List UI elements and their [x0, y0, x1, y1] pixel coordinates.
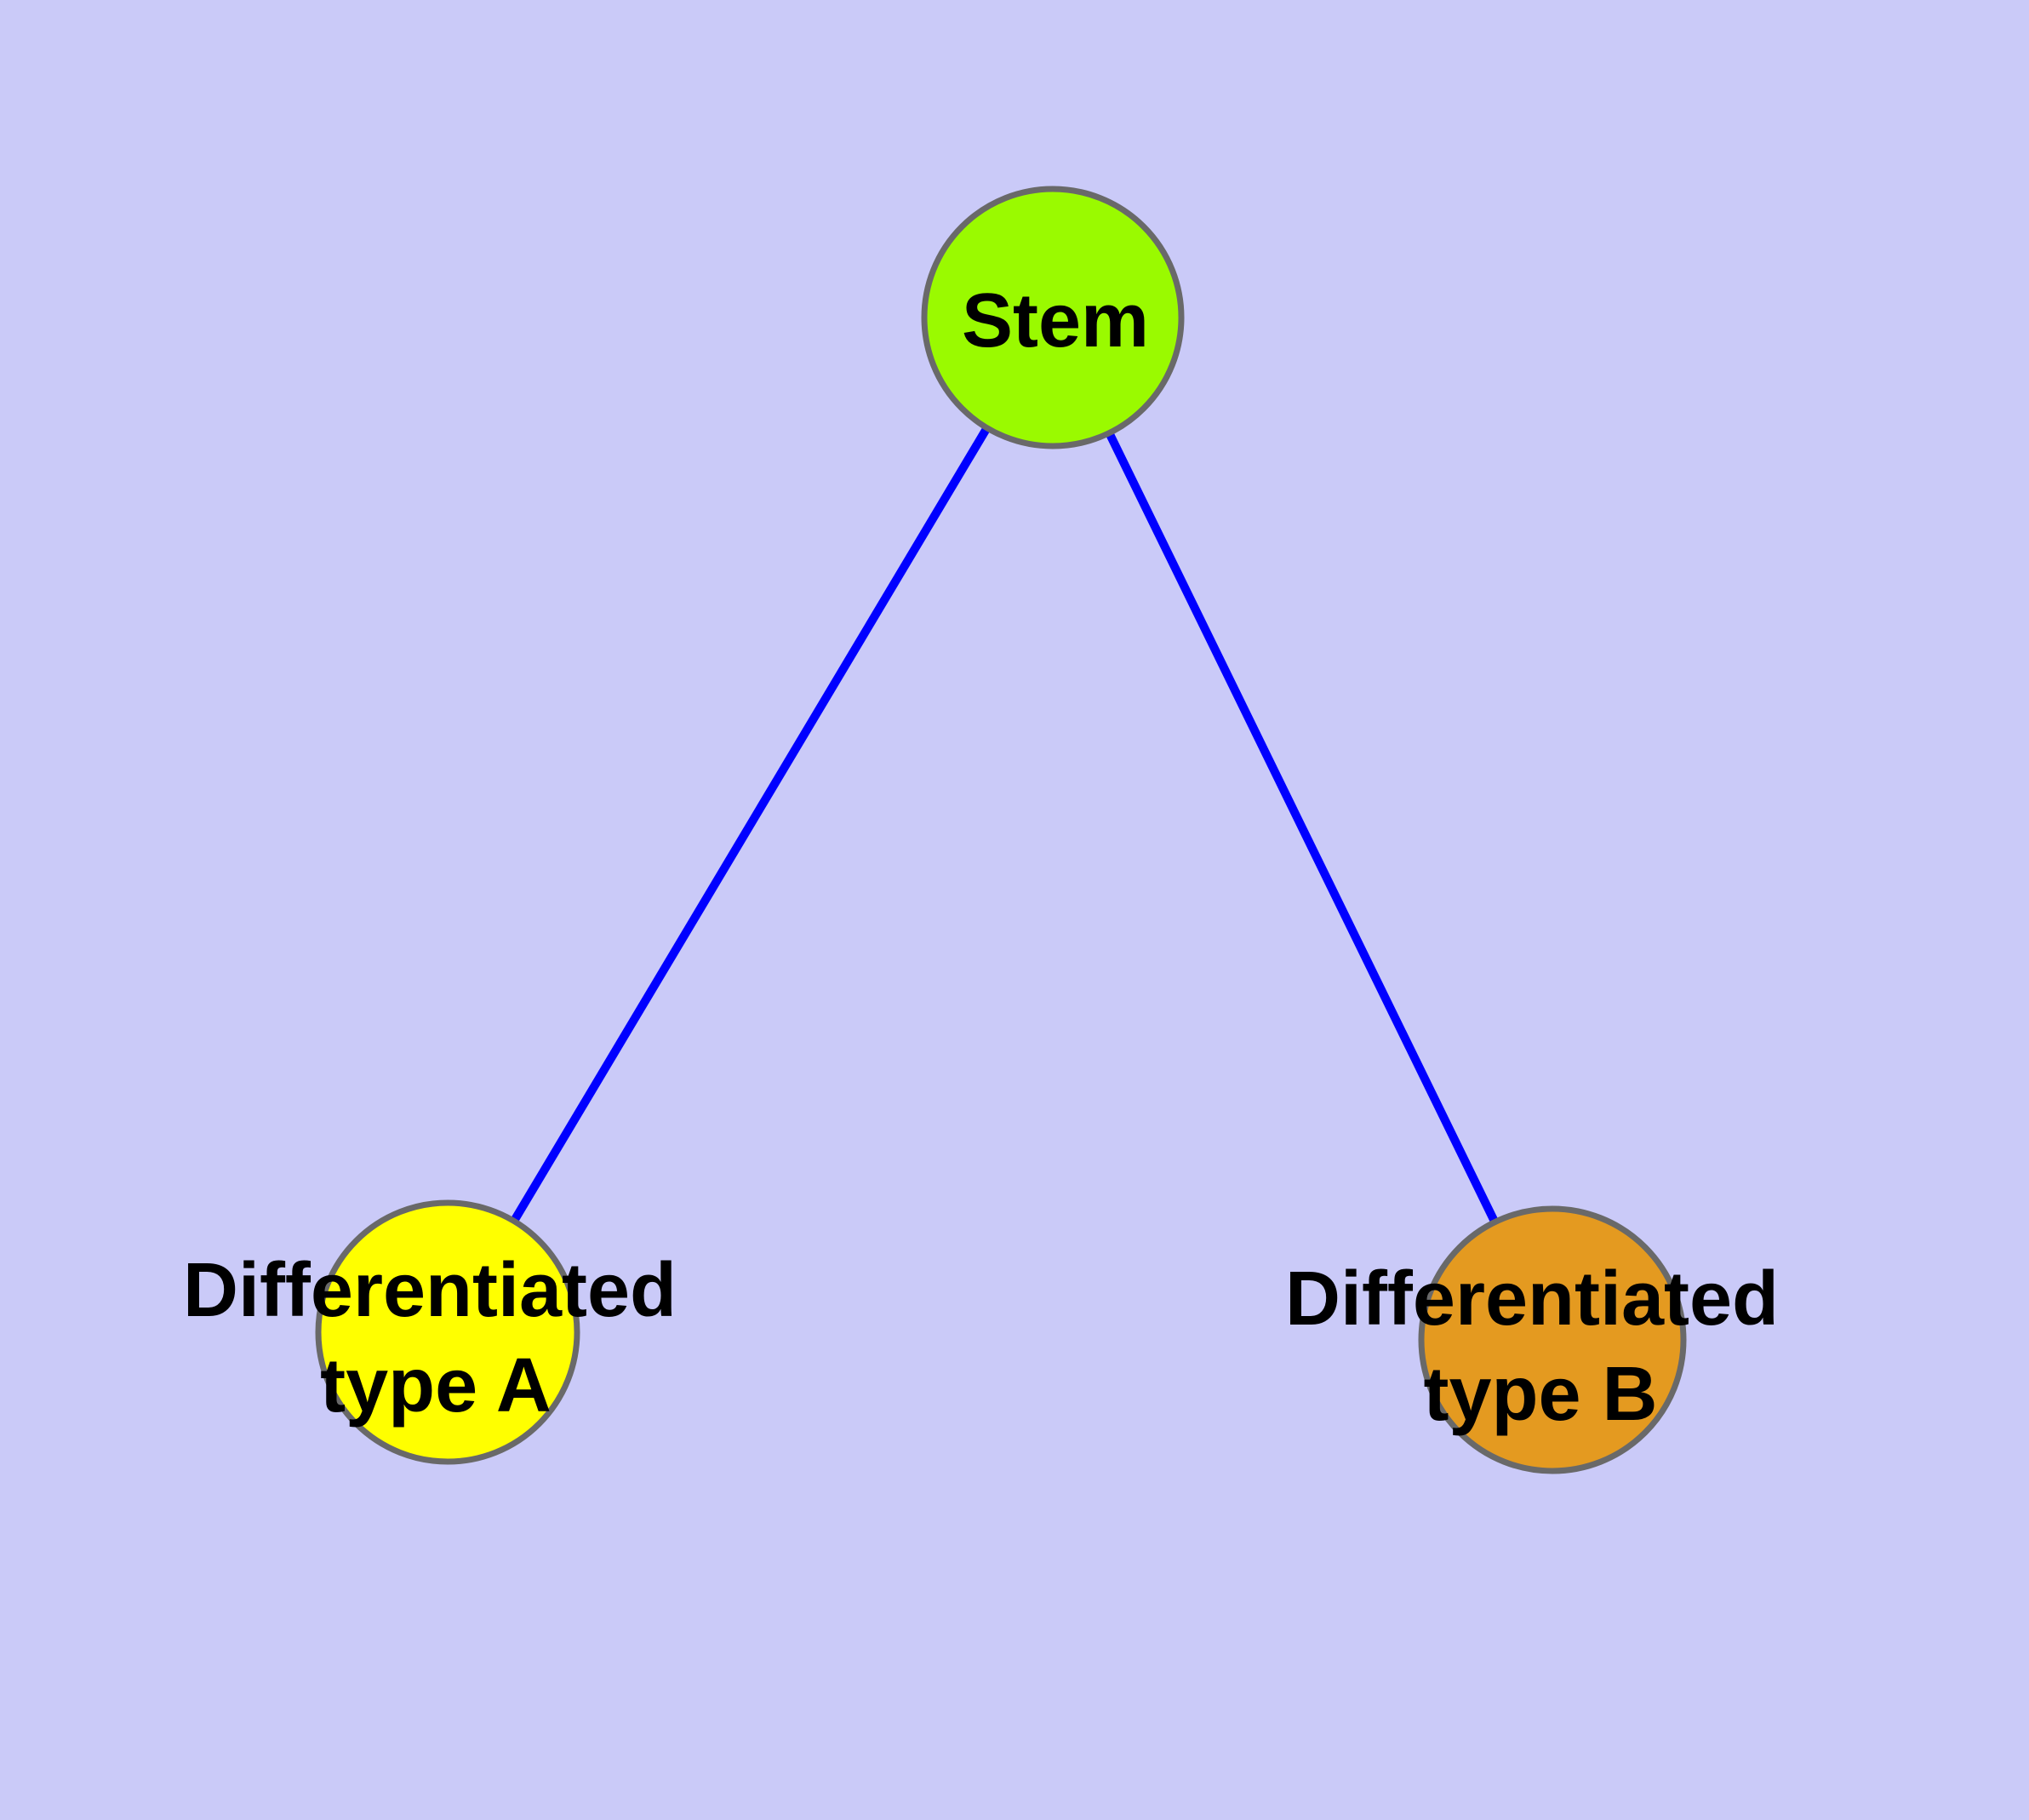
node-label-type-a-line2: type A — [320, 1343, 552, 1428]
node-stem — [921, 186, 1185, 449]
node-label-type-b-line1: Differentiated — [1285, 1256, 1779, 1342]
edge-stem-to-type-a — [443, 315, 1057, 1335]
node-label-type-a-line1: Differentiated — [183, 1248, 677, 1333]
node-differentiated-type-a — [315, 1199, 580, 1465]
node-label-type-b-line2: type B — [1423, 1352, 1657, 1437]
edge-stem-to-type-b — [1049, 315, 1557, 1342]
node-differentiated-type-b — [1418, 1205, 1687, 1474]
node-label-stem: Stem — [962, 278, 1149, 363]
